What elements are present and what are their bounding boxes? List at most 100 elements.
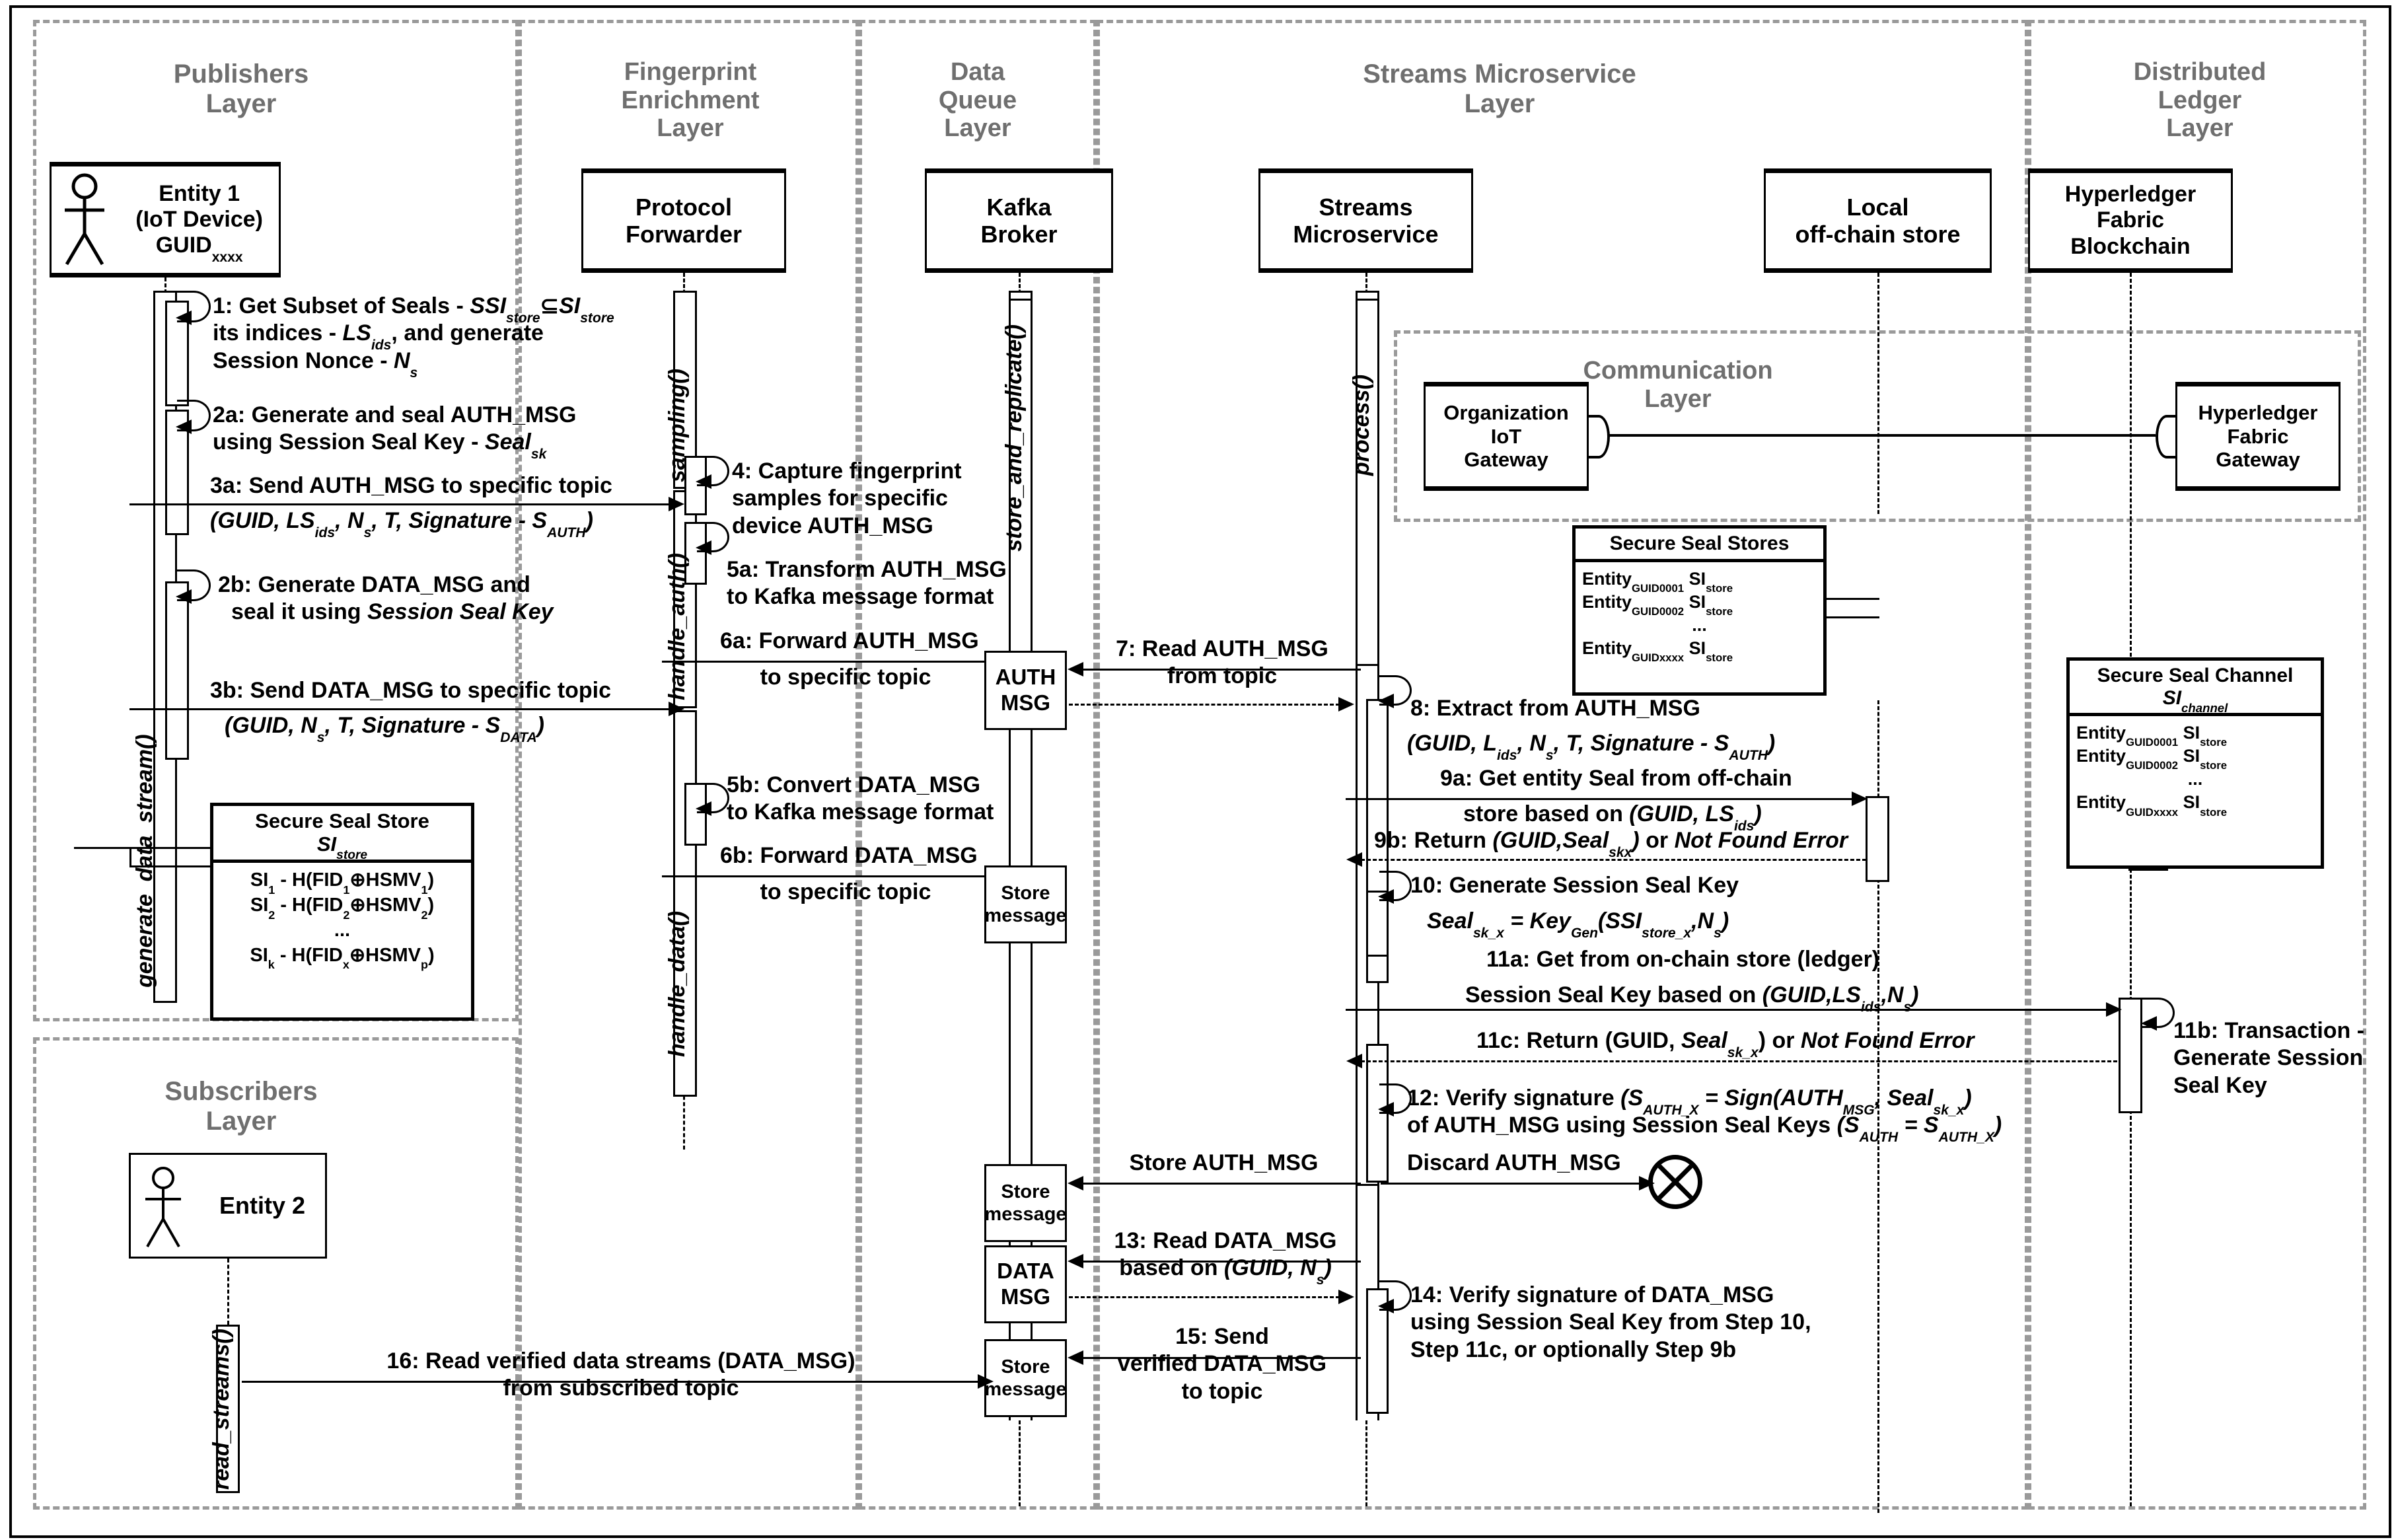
arrow-3b bbox=[129, 708, 671, 710]
arrow-discard-auth-msg bbox=[1381, 1183, 1642, 1185]
msg-line: 11b: Transaction - bbox=[2173, 1018, 2365, 1043]
arrowhead-11a bbox=[2106, 1002, 2122, 1017]
activation-fabric bbox=[2119, 998, 2142, 1113]
method-label-store-and-replicate: store_and_replicate() bbox=[1001, 324, 1027, 552]
arrow-7-return bbox=[1069, 704, 1340, 706]
layer-title-line: Layer bbox=[205, 89, 277, 118]
msg-line: 14: Verify signature of DATA_MSG bbox=[1410, 1282, 1774, 1307]
arrowhead-7 bbox=[1068, 662, 1083, 677]
activation-streams-top bbox=[1356, 291, 1379, 301]
kafka-box-store-msg-3[interactable]: Store message bbox=[984, 1339, 1067, 1417]
message-label-2a: 2a: Generate and seal AUTH_MSG using Ses… bbox=[213, 402, 577, 461]
lifeline-kafka-top bbox=[1019, 273, 1021, 299]
lifeline-head-streams[interactable]: Streams Microservice bbox=[1258, 168, 1473, 273]
msg-line: 1: Get Subset of Seals - SSIstore⊆SIstor… bbox=[213, 293, 614, 326]
message-label-8-args: (GUID, Lids, Ns, T, Signature - SAUTH) bbox=[1407, 730, 1775, 762]
lifeline-name-line: Fabric bbox=[2096, 207, 2165, 233]
kafka-box-auth-msg[interactable]: AUTH MSG bbox=[984, 651, 1067, 730]
msg-line: its indices - LSids, and generate bbox=[213, 320, 544, 353]
kafka-box-data-msg[interactable]: DATA MSG bbox=[984, 1245, 1067, 1323]
layer-title-streams: Streams Microservice Layer bbox=[1235, 59, 1764, 119]
note-row-ellipsis: ... bbox=[1692, 614, 1707, 635]
method-label-process: process() bbox=[1349, 374, 1374, 476]
lifeline-head-offchain[interactable]: Local off-chain store bbox=[1764, 168, 1992, 273]
msg-line: 8: Extract from AUTH_MSG bbox=[1410, 696, 1700, 721]
msg-line: to topic bbox=[1181, 1378, 1263, 1404]
layer-title-line: Communication bbox=[1583, 357, 1773, 385]
kafka-box-line: message bbox=[984, 1204, 1067, 1225]
msg-line: Step 11c, or optionally Step 9b bbox=[1410, 1337, 1737, 1362]
note-title-secure-seal-store: Secure Seal Store SIstore bbox=[213, 806, 471, 863]
kafka-box-line: AUTH bbox=[995, 665, 1056, 690]
note-title-secure-seal-stores: Secure Seal Stores bbox=[1576, 529, 1823, 562]
note-row: SIk - H(FIDx⊕HSMVp) bbox=[250, 944, 435, 972]
note-connector-seal-store-out1 bbox=[74, 847, 131, 849]
activation-entity1-step2b bbox=[165, 581, 189, 760]
message-label-6a-b: to specific topic bbox=[720, 664, 971, 691]
layer-fingerprint bbox=[519, 20, 859, 1510]
message-label-store-auth-msg: Store AUTH_MSG bbox=[1100, 1150, 1348, 1177]
method-label-read-streams: read_streams() bbox=[209, 1329, 234, 1490]
arrowhead-3a bbox=[669, 497, 684, 511]
msg-line: Seal Key bbox=[2173, 1072, 2267, 1098]
arrowhead-10 bbox=[1378, 889, 1394, 904]
lifeline-head-entity1[interactable]: Entity 1 (IoT Device) GUIDxxxx bbox=[50, 162, 281, 277]
gateway-fabric[interactable]: Hyperledger Fabric Gateway bbox=[2175, 382, 2341, 491]
msg-line: Generate Session bbox=[2173, 1045, 2364, 1071]
message-label-6b-b: to specific topic bbox=[720, 879, 971, 906]
note-title-line: Secure Seal Stores bbox=[1609, 532, 1790, 554]
method-label-handle-auth: handle_auth() bbox=[665, 553, 690, 700]
lifeline-head-kafka[interactable]: Kafka Broker bbox=[925, 168, 1113, 273]
arrowhead-3b bbox=[669, 702, 684, 716]
msg-line: 6a: Forward AUTH_MSG bbox=[720, 628, 979, 653]
arrowhead-13 bbox=[1068, 1254, 1083, 1268]
kafka-box-line: Store bbox=[1001, 882, 1050, 904]
message-label-2b: 2b: Generate DATA_MSG and seal it using … bbox=[218, 571, 554, 626]
lifeline-name-line: Blockchain bbox=[2070, 233, 2191, 259]
self-loop-8 bbox=[1379, 675, 1412, 706]
layer-title-line: Queue bbox=[938, 86, 1017, 114]
arrowhead-9b bbox=[1346, 852, 1362, 867]
message-label-7: 7: Read AUTH_MSG from topic bbox=[1103, 636, 1341, 690]
msg-line: Discard AUTH_MSG bbox=[1407, 1150, 1621, 1175]
layer-title-line: Layer bbox=[657, 114, 724, 143]
note-row-ellipsis: ... bbox=[334, 919, 351, 941]
lifeline-name-line: Broker bbox=[980, 221, 1058, 248]
msg-line: verified DATA_MSG bbox=[1117, 1351, 1327, 1377]
arrow-9a bbox=[1346, 798, 1854, 800]
kafka-box-store-msg-2[interactable]: Store message bbox=[984, 1164, 1067, 1242]
kafka-rail-left bbox=[1009, 291, 1011, 1420]
lifeline-head-entity2[interactable]: Entity 2 bbox=[129, 1153, 327, 1259]
msg-line: from topic bbox=[1167, 663, 1278, 689]
message-label-10-formula: Sealsk_x = KeyGen(SSIstore_x,Ns) bbox=[1427, 908, 1729, 940]
arrow-16 bbox=[242, 1381, 980, 1383]
gateway-iot[interactable]: Organization IoT Gateway bbox=[1424, 382, 1589, 491]
message-label-13: 13: Read DATA_MSG based on (GUID, Ns) bbox=[1097, 1228, 1354, 1287]
lifeline-head-forwarder[interactable]: Protocol Forwarder bbox=[581, 168, 786, 273]
message-label-12: 12: Verify signature (SAUTH_X = Sign(AUT… bbox=[1407, 1085, 2002, 1144]
msg-line: using Session Seal Key from Step 10, bbox=[1410, 1309, 1811, 1335]
message-label-5b: 5b: Convert DATA_MSG to Kafka message fo… bbox=[727, 772, 994, 826]
layer-ledger bbox=[2028, 20, 2366, 1510]
lifeline-fabric-lower bbox=[2130, 1110, 2132, 1506]
layer-title-line: Streams Microservice bbox=[1363, 59, 1636, 89]
kafka-rail-right bbox=[1031, 291, 1033, 1420]
msg-line: 2a: Generate and seal AUTH_MSG bbox=[213, 402, 577, 427]
layer-title-ledger: Distributed Ledger Layer bbox=[2068, 58, 2332, 143]
arrow-9b bbox=[1361, 859, 1866, 861]
gateway-name-line: Fabric bbox=[2227, 424, 2289, 448]
message-label-16: 16: Read verified data streams (DATA_MSG… bbox=[284, 1348, 958, 1403]
message-label-9b: 9b: Return (GUID,Sealskx) or Not Found E… bbox=[1374, 827, 1848, 860]
layer-title-subscribers: Subscribers Layer bbox=[99, 1077, 383, 1136]
lifeline-kafka-bottom bbox=[1019, 1420, 1021, 1506]
lifeline-head-fabric[interactable]: Hyperledger Fabric Blockchain bbox=[2028, 168, 2233, 273]
layer-title-line: Ledger bbox=[2158, 86, 2242, 114]
kafka-box-store-msg-1[interactable]: Store message bbox=[984, 865, 1067, 943]
layer-title-line: Layer bbox=[1644, 385, 1712, 413]
msg-line: Session Nonce - Ns bbox=[213, 348, 418, 381]
message-label-11c: 11c: Return (GUID, Sealsk_x) or Not Foun… bbox=[1476, 1027, 1974, 1060]
msg-line: 13: Read DATA_MSG bbox=[1114, 1228, 1337, 1253]
msg-line: to Kafka message format bbox=[727, 584, 994, 610]
arrow-6a bbox=[662, 661, 992, 663]
arrowhead-13-return bbox=[1338, 1290, 1354, 1304]
